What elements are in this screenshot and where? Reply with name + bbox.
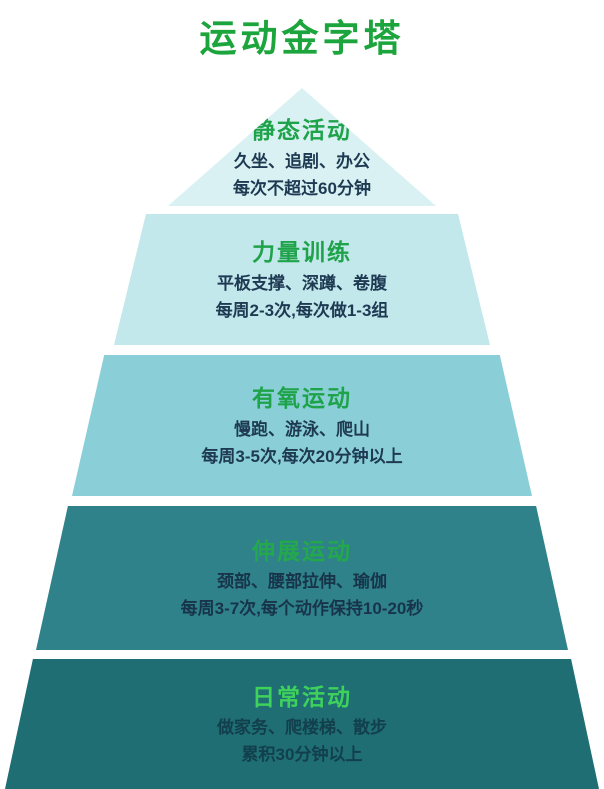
level-content: 有氧运动 慢跑、游泳、爬山 每周3-5次,每次20分钟以上 bbox=[72, 355, 532, 496]
level-name: 日常活动 bbox=[252, 683, 352, 710]
level-detail-1: 慢跑、游泳、爬山 bbox=[234, 419, 370, 439]
level-detail-2: 每周3-5次,每次20分钟以上 bbox=[201, 446, 403, 466]
pyramid-level-daily-activity: 日常活动 做家务、爬楼梯、散步 累积30分钟以上 bbox=[5, 659, 599, 789]
level-content: 力量训练 平板支撑、深蹲、卷腹 每周2-3次,每次做1-3组 bbox=[114, 214, 490, 345]
level-name: 伸展运动 bbox=[252, 537, 352, 564]
pyramid-level-strength-training: 力量训练 平板支撑、深蹲、卷腹 每周2-3次,每次做1-3组 bbox=[114, 214, 490, 345]
level-name: 静态活动 bbox=[252, 117, 352, 144]
level-detail-2: 每周3-7次,每个动作保持10-20秒 bbox=[180, 599, 424, 619]
level-detail-2: 累积30分钟以上 bbox=[241, 745, 363, 765]
pyramid-level-static-activity: 静态活动 久坐、追剧、办公 每次不超过60分钟 bbox=[168, 88, 436, 206]
level-name: 有氧运动 bbox=[252, 385, 352, 412]
level-detail-1: 久坐、追剧、办公 bbox=[234, 151, 370, 171]
level-content: 日常活动 做家务、爬楼梯、散步 累积30分钟以上 bbox=[5, 659, 599, 789]
level-detail-2: 每次不超过60分钟 bbox=[233, 178, 371, 198]
pyramid-level-stretching: 伸展运动 颈部、腰部拉伸、瑜伽 每周3-7次,每个动作保持10-20秒 bbox=[36, 506, 568, 650]
page-title: 运动金字塔 bbox=[199, 18, 405, 59]
level-detail-1: 颈部、腰部拉伸、瑜伽 bbox=[217, 572, 387, 592]
level-detail-2: 每周2-3次,每次做1-3组 bbox=[215, 300, 389, 320]
level-detail-1: 平板支撑、深蹲、卷腹 bbox=[217, 273, 387, 293]
level-content: 静态活动 久坐、追剧、办公 每次不超过60分钟 bbox=[168, 88, 436, 206]
level-detail-1: 做家务、爬楼梯、散步 bbox=[217, 718, 387, 738]
pyramid-level-aerobic-exercise: 有氧运动 慢跑、游泳、爬山 每周3-5次,每次20分钟以上 bbox=[72, 355, 532, 496]
level-name: 力量训练 bbox=[252, 239, 352, 266]
level-content: 伸展运动 颈部、腰部拉伸、瑜伽 每周3-7次,每个动作保持10-20秒 bbox=[36, 506, 568, 650]
